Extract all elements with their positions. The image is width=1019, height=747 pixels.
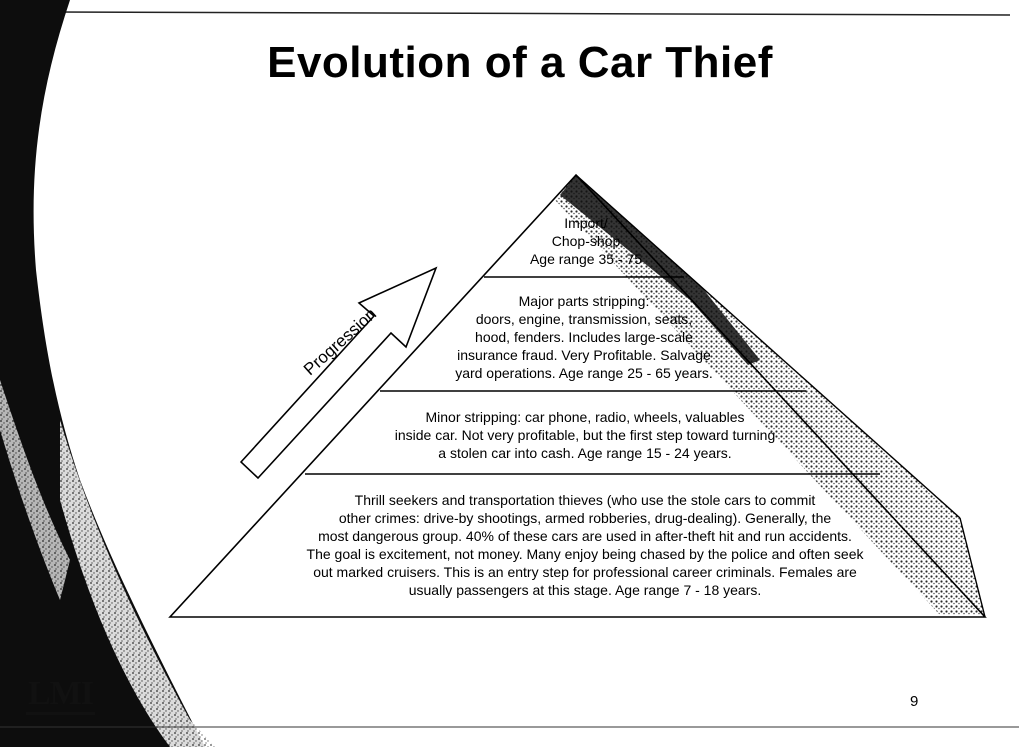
tier-text-line: out marked cruisers. This is an entry st…	[313, 564, 857, 580]
tier-text-line: Chop-shop	[551, 233, 621, 249]
tier-text-line: insurance fraud. Very Profitable. Salvag…	[457, 347, 711, 363]
pyramid-side-face-dark	[560, 175, 760, 365]
tier-import-chop-shop: Import/ Chop-shop Age range 35 - 75	[486, 214, 686, 268]
tier-text-line: yard operations. Age range 25 - 65 years…	[455, 365, 713, 381]
left-swoosh-speckle	[60, 420, 215, 747]
left-swoosh-speckle-2	[0, 380, 70, 600]
tier-text-line: Thrill seekers and transportation thieve…	[354, 492, 816, 508]
tier-text-line: most dangerous group. 40% of these cars …	[318, 528, 852, 544]
pyramid-edge-right	[575, 174, 961, 519]
tier-text-line: other crimes: drive-by shootings, armed …	[338, 510, 832, 526]
top-border-line	[54, 11, 1011, 16]
tier-text-line: inside car. Not very profitable, but the…	[394, 427, 776, 443]
lmi-logo: LMI	[26, 676, 95, 715]
tier-text-line: doors, engine, transmission, seats,	[475, 311, 693, 327]
pyramid-outline	[168, 173, 987, 618]
slide-title: Evolution of a Car Thief	[267, 38, 773, 87]
tier-text-line: Minor stripping: car phone, radio, wheel…	[425, 409, 745, 425]
tier-text-line: a stolen car into cash. Age range 15 - 2…	[438, 445, 732, 461]
tier-text-line: Import/	[564, 215, 608, 231]
tier-minor-stripping: Minor stripping: car phone, radio, wheel…	[330, 408, 840, 462]
tier-text-line: The goal is excitement, not money. Many …	[306, 546, 864, 562]
tier-thrill-seekers: Thrill seekers and transportation thieve…	[215, 491, 955, 599]
tier-text-line: Major parts stripping:	[518, 293, 650, 309]
pyramid-side-face	[555, 175, 985, 615]
tier-text-line: hood, fenders. Includes large-scale	[475, 329, 693, 345]
page-number: 9	[910, 693, 919, 710]
tier-text-line: Age range 35 - 75	[529, 251, 643, 267]
tier-text-line: usually passengers at this stage. Age ra…	[408, 582, 762, 598]
tier-major-parts-stripping: Major parts stripping: doors, engine, tr…	[408, 292, 760, 382]
progression-arrow-shape	[239, 266, 438, 480]
pyramid-edge-base	[959, 517, 986, 618]
